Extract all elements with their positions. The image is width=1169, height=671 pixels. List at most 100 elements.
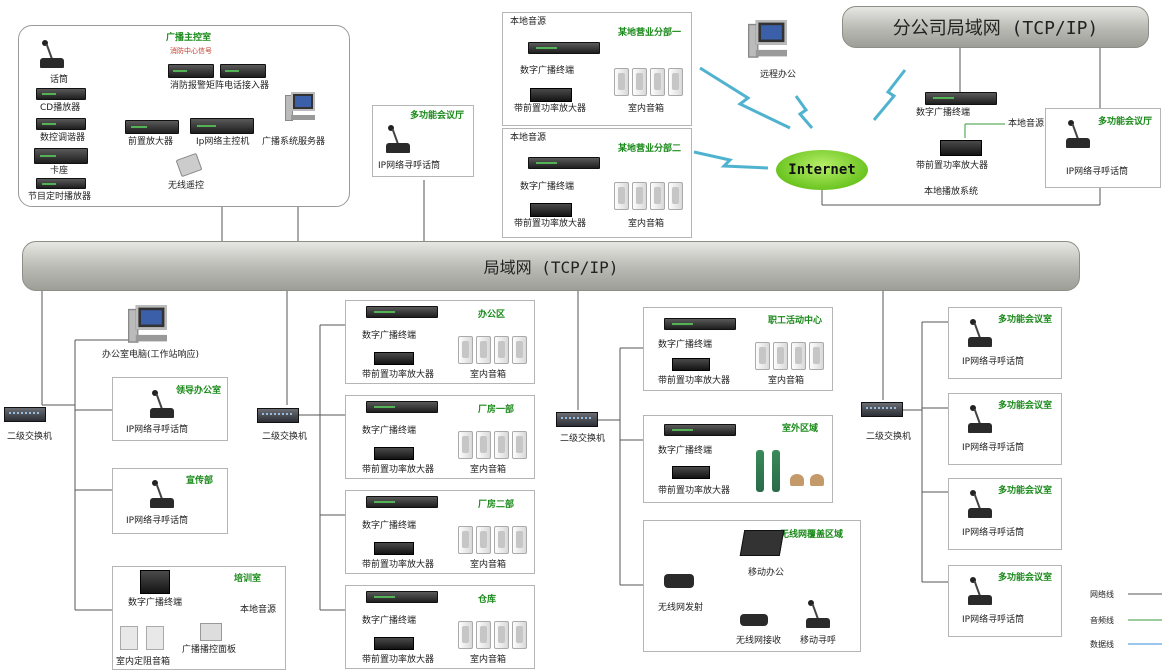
switch-icon (861, 402, 903, 417)
switch-label: 二级交换机 (866, 432, 912, 442)
subsidiary-system: 本地播放系统 (924, 187, 979, 197)
meeting-room-title: 多功能会议室 (998, 315, 1053, 325)
paging-mic-icon (968, 490, 992, 518)
branch-2-terminal-device (528, 157, 600, 169)
remote-office-label: 远程办公 (760, 70, 797, 80)
speaker-icon (494, 526, 509, 554)
zone-title: 仓库 (478, 595, 497, 605)
training-speakers: 室内定阻音箱 (116, 657, 171, 667)
branch-2-speakers: 室内音箱 (628, 219, 665, 229)
zone-title: 办公区 (478, 310, 506, 320)
speaker-icon (494, 431, 509, 459)
branch-1-speakers: 室内音箱 (628, 104, 665, 114)
paging-mic-icon (968, 405, 992, 433)
meeting-room-box (948, 478, 1062, 550)
wireless-router-icon (664, 574, 694, 588)
branch-1-amp: 带前置功率放大器 (514, 104, 587, 114)
outdoor-terminal-device (664, 424, 736, 436)
staff-center-title: 职工活动中心 (768, 316, 823, 326)
switch-label: 二级交换机 (560, 434, 606, 444)
top-conference-title: 多功能会议厅 (410, 111, 465, 121)
meeting-room-title: 多功能会议室 (998, 401, 1053, 411)
pre-amp-label: 前置放大器 (128, 137, 174, 147)
branch-2-terminal: 数字广播终端 (520, 182, 575, 192)
outdoor-terminal: 数字广播终端 (658, 446, 713, 456)
speaker-icon (146, 626, 164, 650)
speaker-icon (632, 182, 647, 210)
paging-mic-icon (150, 390, 174, 418)
outdoor-speaker-icon (772, 450, 780, 492)
meeting-room-device: IP网络寻呼话筒 (962, 615, 1025, 625)
speaker-icon (773, 342, 788, 370)
branch-1-amp-device (530, 88, 572, 102)
remote-office-computer-icon (748, 20, 790, 59)
zone-amp: 带前置功率放大器 (362, 560, 435, 570)
speaker-icon (512, 431, 527, 459)
outdoor-title: 室外区域 (782, 424, 819, 434)
wireless-tx-label: 无线网发射 (658, 603, 704, 613)
speaker-icon (614, 182, 629, 210)
mic-label: 话筒 (50, 75, 69, 85)
server-label: 广播系统服务器 (262, 137, 326, 147)
top-conference-box (372, 105, 474, 177)
zone-terminal-device (366, 401, 438, 413)
meeting-room-device: IP网络寻呼话筒 (962, 528, 1025, 538)
zone-speakers: 室内音箱 (470, 655, 507, 665)
speaker-icon (458, 526, 473, 554)
speaker-icon (494, 336, 509, 364)
speaker-icon (614, 68, 629, 96)
tuner-label: 数控调谐器 (40, 133, 86, 143)
zone-amp: 带前置功率放大器 (362, 655, 435, 665)
zone-amp: 带前置功率放大器 (362, 465, 435, 475)
branch-2-source: 本地音源 (510, 133, 547, 143)
branch-2-amp-device (530, 203, 572, 217)
speaker-icon (476, 431, 491, 459)
zone-terminal-device (366, 306, 438, 318)
speaker-icon (632, 68, 647, 96)
timer-label: 节目定时播放器 (28, 192, 92, 202)
top-conference-device: IP网络寻呼话筒 (378, 161, 441, 171)
branch-2-amp: 带前置功率放大器 (514, 219, 587, 229)
publicity-device: IP网络寻呼话筒 (126, 516, 189, 526)
legend-data: 数据线 (1090, 640, 1114, 649)
training-terminal-device (140, 570, 170, 594)
speaker-icon (494, 621, 509, 649)
speaker-icon (512, 621, 527, 649)
training-panel: 广播播控面板 (182, 645, 237, 655)
switch-icon (556, 412, 598, 427)
office-computer-icon (128, 305, 170, 344)
internet-cloud: Internet (776, 150, 868, 190)
remote-label: 无线遥控 (168, 181, 205, 191)
zone-terminal: 数字广播终端 (362, 521, 417, 531)
speaker-icon (458, 336, 473, 364)
ip-host (190, 118, 254, 134)
meeting-room-box (948, 393, 1062, 465)
leader-office-title: 领导办公室 (176, 386, 222, 396)
publicity-title: 宣传部 (186, 476, 214, 486)
right-conference-box (1045, 108, 1161, 188)
speaker-icon (791, 342, 806, 370)
training-terminal: 数字广播终端 (128, 598, 183, 608)
training-source: 本地音源 (240, 605, 277, 615)
subsidiary-source: 本地音源 (1008, 119, 1045, 129)
zone-title: 厂房一部 (478, 405, 515, 415)
zone-amp: 带前置功率放大器 (362, 370, 435, 380)
speaker-icon (476, 621, 491, 649)
staff-amp-device (672, 358, 710, 371)
branch-1-source: 本地音源 (510, 17, 547, 27)
switch-label: 二级交换机 (262, 432, 308, 442)
mobile-office-label: 移动办公 (748, 568, 785, 578)
meeting-room-title: 多功能会议室 (998, 573, 1053, 583)
paging-mic-icon (968, 319, 992, 347)
right-conference-device: IP网络寻呼话筒 (1066, 167, 1129, 177)
branch-1-terminal: 数字广播终端 (520, 66, 575, 76)
lan-bar: 局域网 (TCP/IP) (22, 241, 1080, 291)
speaker-icon (650, 68, 665, 96)
subsidiary-amp-device (940, 140, 982, 156)
legend-network: 网络线 (1090, 590, 1114, 599)
leader-office-device: IP网络寻呼话筒 (126, 425, 189, 435)
branch-1-terminal-device (528, 42, 600, 54)
speaker-icon (668, 68, 683, 96)
staff-amp: 带前置功率放大器 (658, 376, 731, 386)
